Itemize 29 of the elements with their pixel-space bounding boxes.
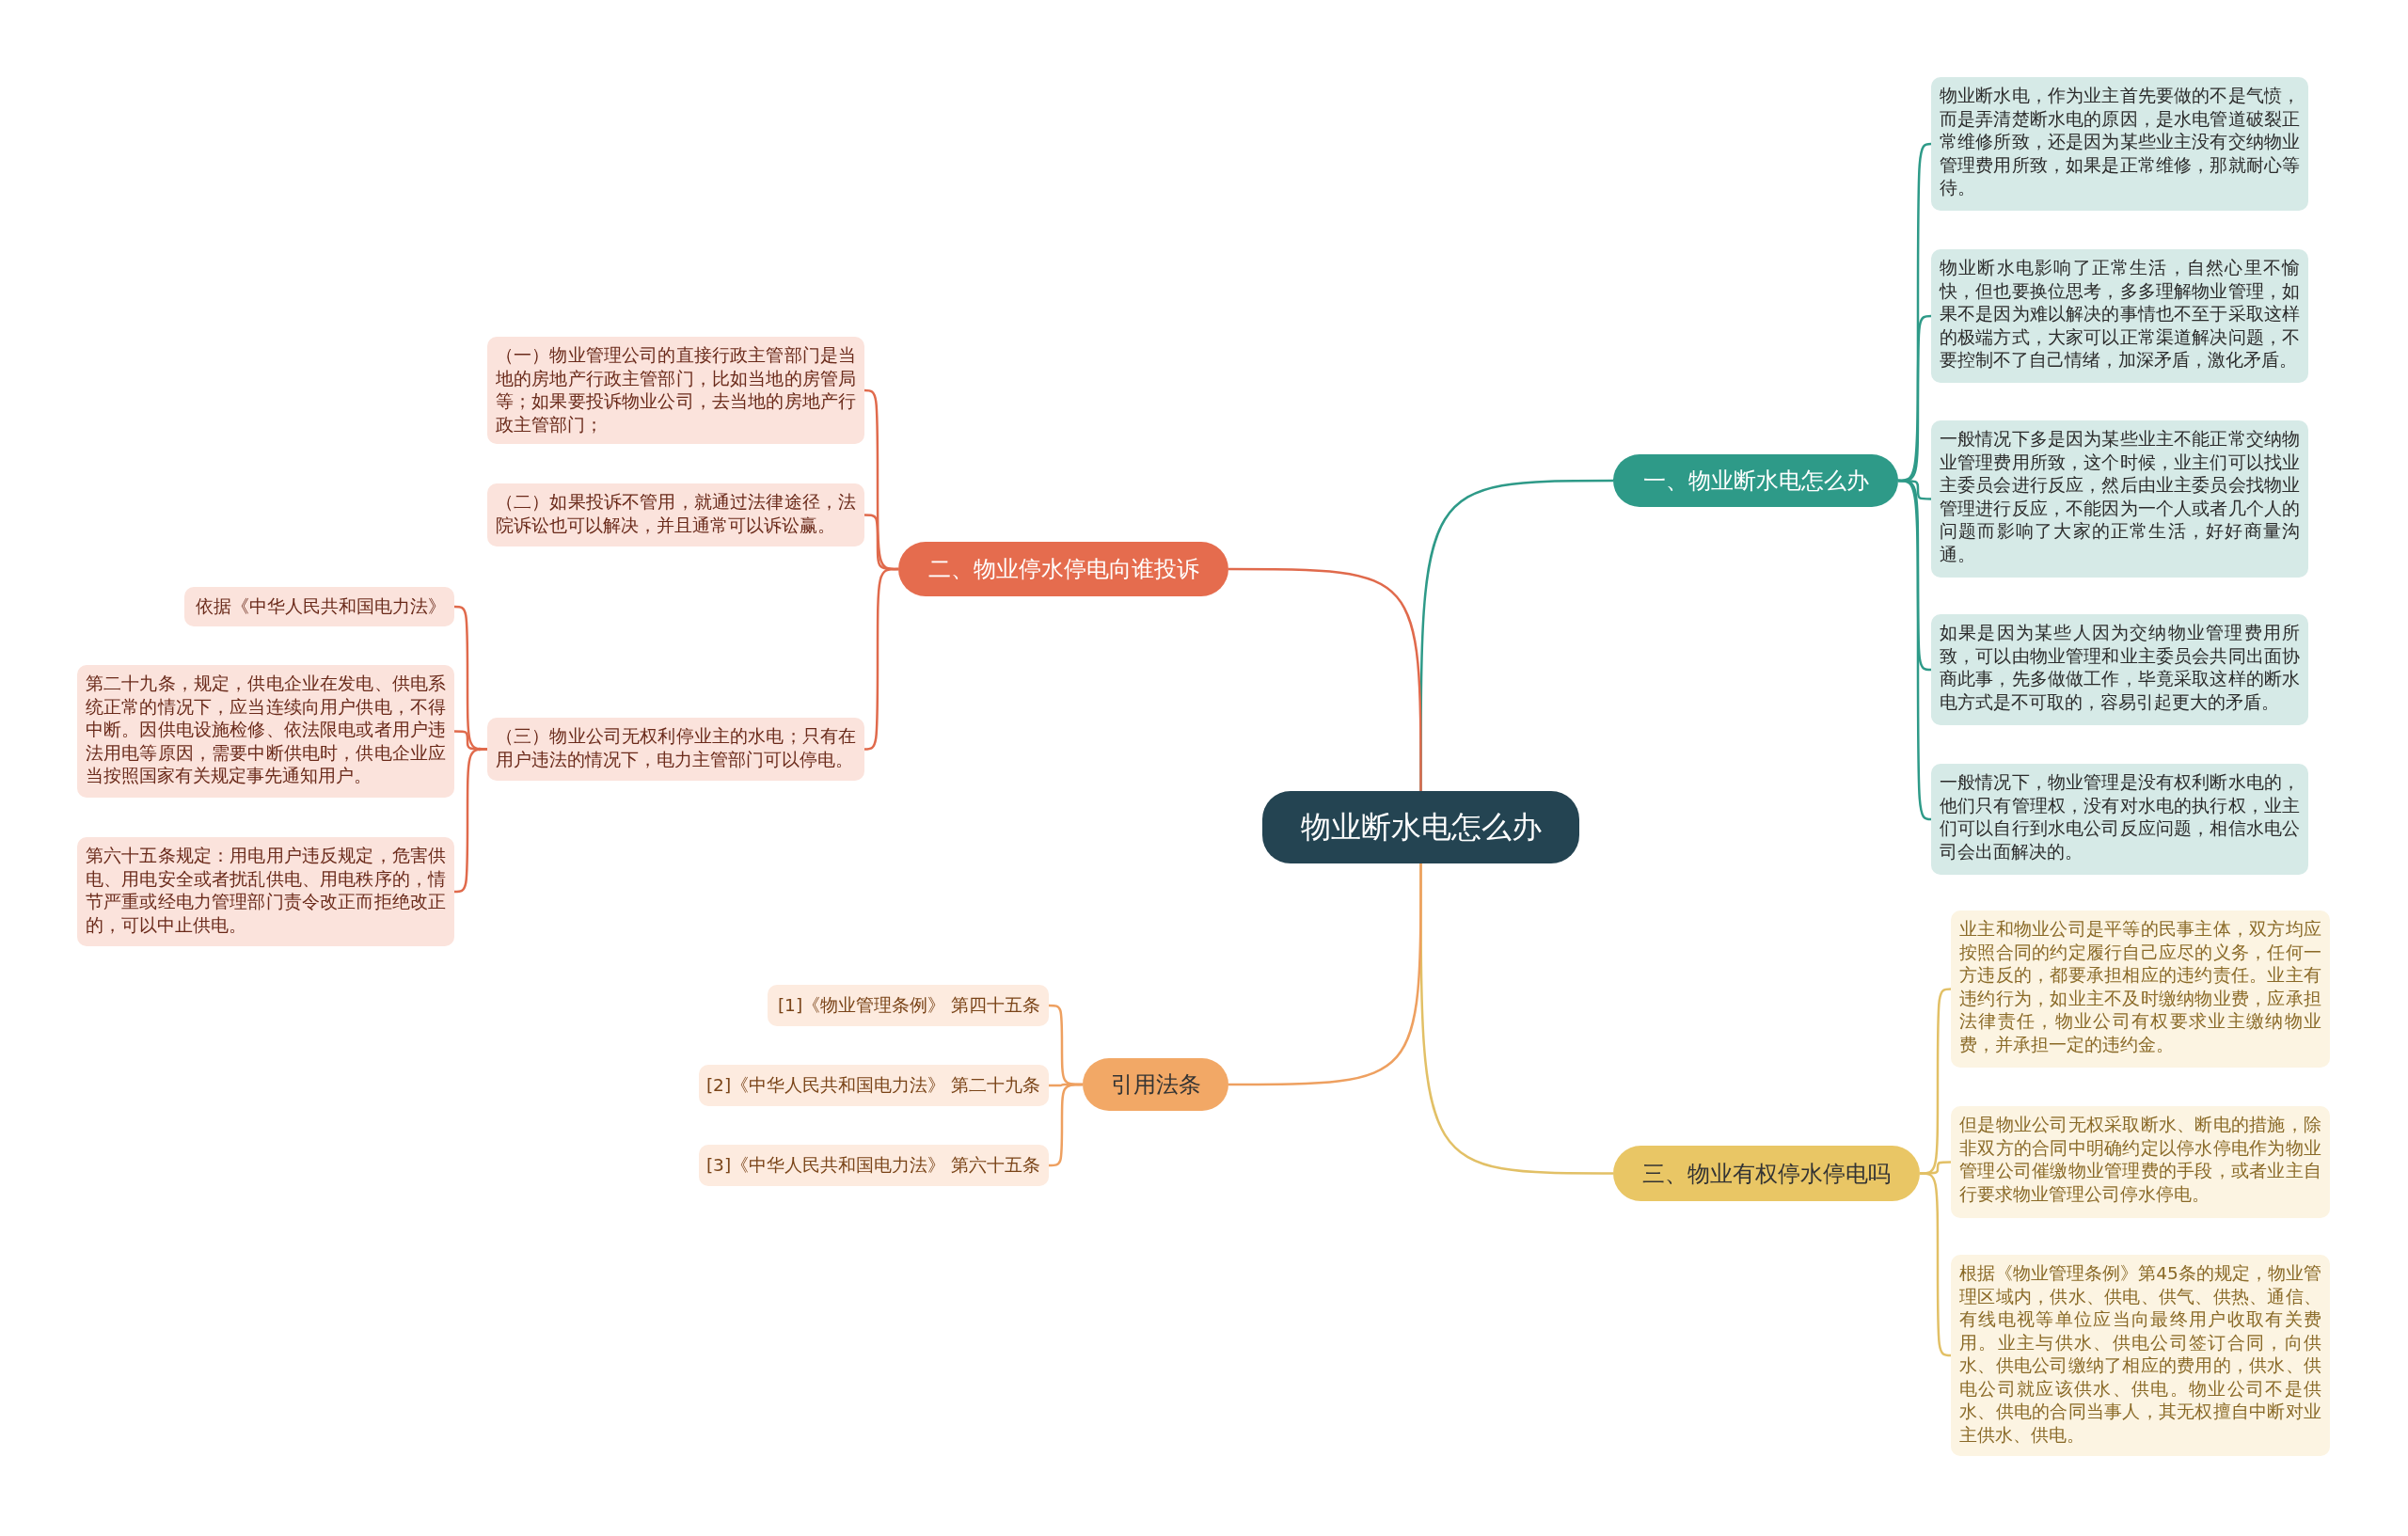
connector: [1897, 479, 1932, 821]
note-box: 第六十五条规定：用电用户违反规定，危害供电、用电安全或者扰乱供电、用电秩序的，情节严重或经电力管理部门责令改正而拒绝改正的，可以中止供电。: [77, 837, 454, 946]
note-box: 物业断水电影响了正常生活，自然心里不愉快，但也要换位思考，多多理解物业管理，如果不是因为难以解决的事情也不至于采取这样的极端方式，大家可以正常渠道解决问题，不要控制不了自己情绪，加深矛盾，激化矛盾。: [1931, 249, 2308, 383]
note-box: [1]《物业管理条例》 第四十五条: [768, 985, 1049, 1026]
branch-topic: 二、物业停水停电向谁投诉: [898, 542, 1228, 596]
note-box: 业主和物业公司是平等的民事主体，双方均应按照合同的约定履行自己应尽的义务，任何一方违反的，都要承担相应的违约责任。业主有违约行为，如业主不及时缴纳物业费，应承担法律责任，物业公司有权要求业主缴纳物业费，并承担一定的违约金。: [1951, 911, 2330, 1068]
note-box: （二）如果投诉不管用，就通过法律途径，法院诉讼也可以解决，并且通常可以诉讼赢。: [487, 483, 864, 546]
branch-topic: 引用法条: [1083, 1058, 1228, 1111]
connector: [454, 748, 487, 894]
note-box: [3]《中华人民共和国电力法》 第六十五条: [699, 1145, 1049, 1186]
connector: [1228, 567, 1422, 791]
branch-topic: 一、物业断水电怎么办: [1613, 454, 1898, 507]
note-box: 一般情况下多是因为某些业主不能正常交纳物业管理费用所致，这个时候，业主们可以找业主委员会进行反应，然后由业主委员会找物业管理进行反应，不能因为一个人或者几个人的问题而影响了大家的正常生活，好好商量沟通。: [1931, 420, 2308, 578]
note-box: （三）物业公司无权利停业主的水电；只有在用户违法的情况下，电力主管部门可以停电。: [487, 718, 864, 781]
connector: [1228, 863, 1422, 1086]
connector: [863, 567, 898, 751]
root-topic: 物业断水电怎么办: [1262, 791, 1579, 863]
branch-topic: 三、物业有权停水停电吗: [1613, 1146, 1920, 1201]
note-box: 如果是因为某些人因为交纳物业管理费用所致，可以由物业管理和业主委员会共同出面协商此事，先多做做工作，毕竟采取这样的断水电方式是不可取的，容易引起更大的矛盾。: [1931, 614, 2308, 725]
note-box: 但是物业公司无权采取断水、断电的措施，除非双方的合同中明确约定以停水停电作为物业管理公司催缴物业管理费的手段，或者业主自行要求物业管理公司停水停电。: [1951, 1106, 2330, 1218]
note-box: 一般情况下，物业管理是没有权利断水电的，他们只有管理权，没有对水电的执行权，业主们可以自行到水电公司反应问题，相信水电公司会出面解决的。: [1931, 764, 2308, 875]
connector: [1049, 1083, 1083, 1167]
note-box: 第二十九条，规定，供电企业在发电、供电系统正常的情况下，应当连续向用户供电，不得中断。因供电设施检修、依法限电或者用户违法用电等原因，需要中断供电时，供电企业应当按照国家有关规定事先通知用户。: [77, 665, 454, 798]
note-box: 物业断水电，作为业主首先要做的不是气愤，而是弄清楚断水电的原因，是水电管道破裂正常维修所致，还是因为某些业主没有交纳物业管理费用所致，如果是正常维修，那就耐心等待。: [1931, 77, 2308, 211]
note-box: [2]《中华人民共和国电力法》 第二十九条: [699, 1065, 1049, 1106]
note-box: 根据《物业管理条例》第45条的规定，物业管理区域内，供水、供电、供气、供热、通信、有线电视等单位应当向最终用户收取有关费用。业主与供水、供电公司签订合同，向供水、供电公司缴纳了相应的费用的，供水、供电公司就应该供水、供电。物业公司不是供水、供电的合同当事人，其无权擅自中断对业主供水、供电。: [1951, 1255, 2330, 1456]
note-box: 依据《中华人民共和国电力法》: [184, 587, 454, 626]
connector: [1920, 1172, 1952, 1357]
note-box: （一）物业管理公司的直接行政主管部门是当地的房地产行政主管部门，比如当地的房管局等；如果要投诉物业公司，去当地的房地产行政主管部门；: [487, 337, 864, 444]
